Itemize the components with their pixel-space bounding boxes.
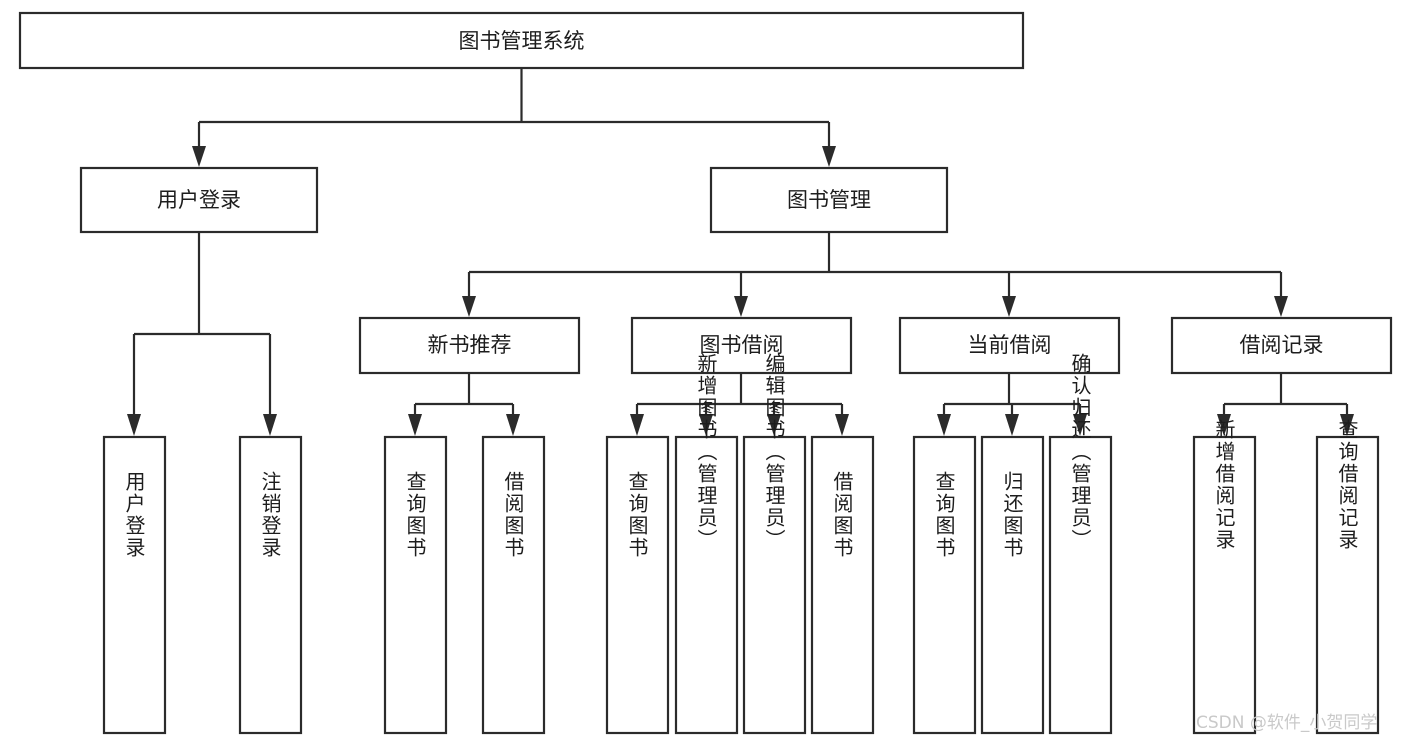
arrow-head-currentborrow-l1: [937, 414, 951, 436]
node-root-label: 图书管理系统: [459, 29, 585, 53]
node-current-borrow-label: 当前借阅: [968, 333, 1052, 357]
node-leaf-label: 新增借阅记录: [1212, 419, 1236, 551]
arrow-head-user-login: [192, 146, 206, 167]
node-leaf-box: [674, 435, 739, 735]
node-leaf-label: 借阅图书: [501, 471, 525, 559]
node-book-borrow-box: [630, 316, 853, 375]
arrow-head-newbook-l1: [408, 414, 422, 436]
arrow-head-bookborrow-l2: [699, 414, 713, 436]
node-leaf-return-book[interactable]: 归还图书: [980, 435, 1045, 735]
node-leaf-label: 用户登录: [122, 471, 146, 559]
csdn-watermark: CSDN @软件_小贺同学: [1196, 713, 1378, 733]
arrow-head-newbook: [462, 296, 476, 317]
node-leaf-query-book-borrow[interactable]: 查询图书: [605, 435, 670, 735]
edges-group: [127, 68, 1354, 436]
node-leaf-confirm-return-admin[interactable]: 确认归还（管理员）: [1048, 353, 1113, 735]
node-leaf-borrow-book[interactable]: 借阅图书: [810, 435, 875, 735]
node-leaf-box: [481, 435, 546, 735]
arrow-head-bookborrow-l1: [630, 414, 644, 436]
node-leaf-label: 查询图书: [932, 471, 956, 559]
node-leaf-box: [383, 435, 448, 735]
node-root-box: [18, 11, 1025, 70]
arrow-head-userlogin-leaf1: [127, 414, 141, 436]
arrow-head-currentborrow-l2: [1005, 414, 1019, 436]
node-leaf-edit-book-admin[interactable]: 编辑图书（管理员）: [742, 353, 807, 735]
arrow-head-newbook-l2: [506, 414, 520, 436]
node-leaf-box: [912, 435, 977, 735]
node-new-book-recommend[interactable]: 新书推荐: [358, 316, 581, 375]
node-leaf-box: [238, 435, 303, 735]
node-new-book-recommend-box: [358, 316, 581, 375]
node-borrow-record-label: 借阅记录: [1240, 333, 1324, 357]
node-leaf-label: 借阅图书: [830, 471, 854, 559]
node-leaf-box: [1315, 435, 1380, 735]
node-leaf-box: [980, 435, 1045, 735]
node-leaf-add-book-admin[interactable]: 新增图书（管理员）: [674, 353, 739, 735]
node-leaf-label: 查询图书: [403, 471, 427, 559]
node-book-borrow-label: 图书借阅: [700, 333, 784, 357]
arrow-head-bookborrow-l4: [835, 414, 849, 436]
node-book-borrow[interactable]: 图书借阅: [630, 316, 853, 375]
node-leaf-user-login[interactable]: 用户登录: [102, 435, 167, 735]
arrow-head-currentborrow-l3: [1073, 414, 1087, 436]
arrow-head-bookborrow-l3: [767, 414, 781, 436]
node-leaf-query-book-current[interactable]: 查询图书: [912, 435, 977, 735]
node-root-book-management-system[interactable]: 图书管理系统: [18, 11, 1025, 70]
node-leaf-box: [1192, 435, 1257, 735]
arrow-head-borrowrecord-l1: [1217, 414, 1231, 436]
node-leaf-label: 注销登录: [258, 471, 282, 559]
node-leaf-query-book-newbook[interactable]: 查询图书: [383, 435, 448, 735]
node-user-login-box: [79, 166, 319, 234]
arrow-head-currentborrow: [1002, 296, 1016, 317]
node-leaf-box: [810, 435, 875, 735]
node-leaf-label: 查询图书: [625, 471, 649, 559]
node-leaf-label: 归还图书: [1000, 471, 1024, 559]
node-book-management-box: [709, 166, 949, 234]
node-current-borrow[interactable]: 当前借阅: [898, 316, 1121, 375]
node-new-book-recommend-label: 新书推荐: [428, 333, 512, 357]
node-book-management-label: 图书管理: [787, 188, 871, 212]
node-leaf-box: [605, 435, 670, 735]
node-leaf-label: 编辑图书（管理员）: [762, 353, 786, 551]
node-leaf-label: 查询借阅记录: [1335, 419, 1359, 551]
arrow-head-bookborrow: [734, 296, 748, 317]
node-book-management[interactable]: 图书管理: [709, 166, 949, 234]
node-leaf-box: [742, 435, 807, 735]
node-current-borrow-box: [898, 316, 1121, 375]
node-leaf-logout[interactable]: 注销登录: [238, 435, 303, 735]
arrow-head-userlogin-leaf2: [263, 414, 277, 436]
node-leaf-add-borrow-record[interactable]: 新增借阅记录: [1192, 419, 1257, 735]
node-leaf-label: 新增图书（管理员）: [694, 353, 718, 551]
node-leaf-box: [1048, 435, 1113, 735]
node-user-login[interactable]: 用户登录: [79, 166, 319, 234]
node-leaf-query-borrow-record[interactable]: 查询借阅记录: [1315, 419, 1380, 735]
node-user-login-label: 用户登录: [157, 188, 241, 212]
node-borrow-record[interactable]: 借阅记录: [1170, 316, 1393, 375]
node-borrow-record-box: [1170, 316, 1393, 375]
arrow-head-borrowrecord-l2: [1340, 414, 1354, 436]
node-leaf-borrow-book-newbook[interactable]: 借阅图书: [481, 435, 546, 735]
arrow-head-book-mgmt: [822, 146, 836, 167]
arrow-head-borrowrecord: [1274, 296, 1288, 317]
node-leaf-box: [102, 435, 167, 735]
node-leaf-label: 确认归还（管理员）: [1068, 353, 1092, 551]
